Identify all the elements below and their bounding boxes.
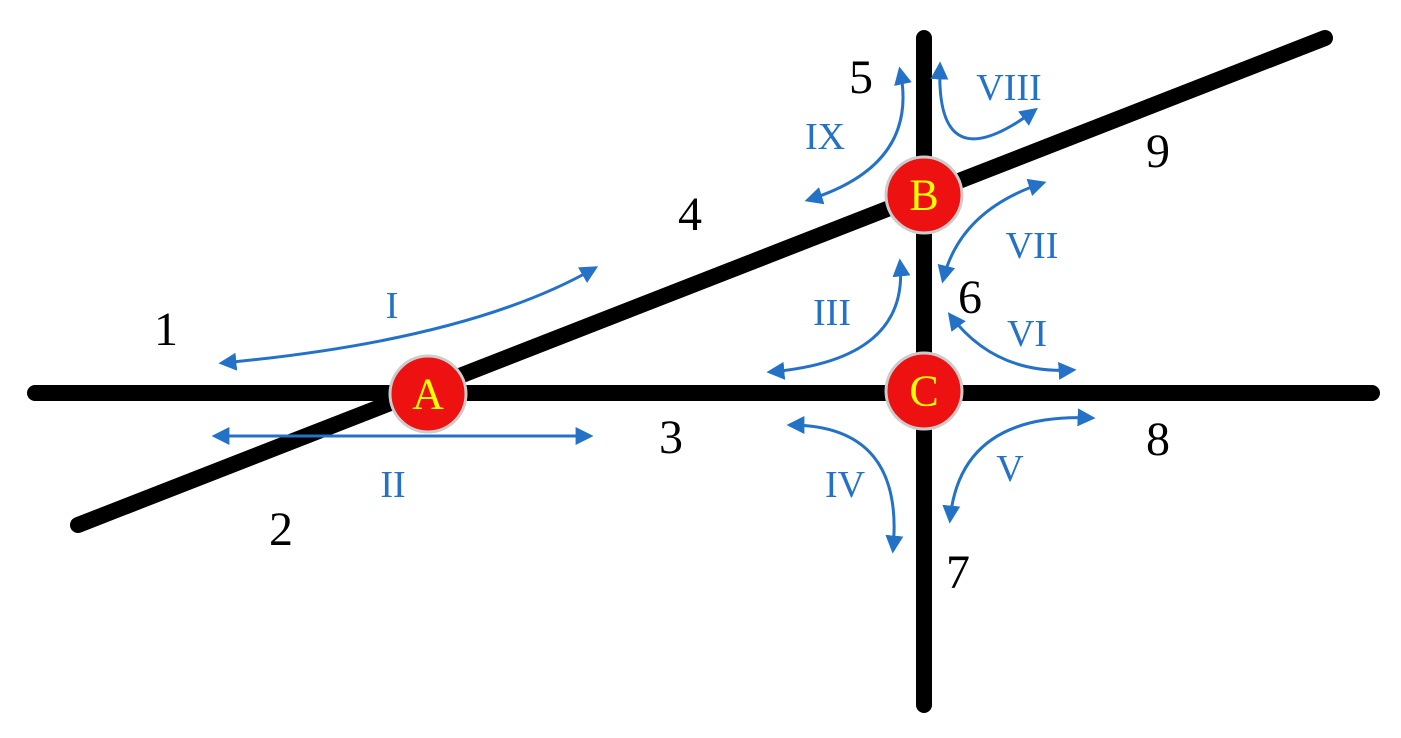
node-b-label: B <box>909 171 938 220</box>
route-arrow-iv <box>786 416 904 554</box>
route-arrow-vi <box>947 312 1077 380</box>
route-arrow-iii <box>766 258 911 380</box>
road-diagonal <box>70 30 1333 533</box>
node-a: A <box>388 354 468 434</box>
route-arrow-ix <box>804 66 912 205</box>
node-c: C <box>884 351 964 431</box>
segment-label-6: 6 <box>958 271 982 324</box>
route-label-viii: VIII <box>976 67 1041 109</box>
segment-label-1: 1 <box>154 303 178 356</box>
route-label-ii: II <box>380 464 405 506</box>
node-c-label: C <box>909 367 938 416</box>
node-a-label: A <box>412 370 444 419</box>
segment-label-5: 5 <box>849 51 873 104</box>
route-label-v: V <box>996 448 1024 490</box>
route-arrow-vii <box>937 178 1047 284</box>
route-arrow-viii <box>930 61 1038 141</box>
route-arrow-v <box>942 408 1096 524</box>
segment-label-8: 8 <box>1146 413 1170 466</box>
route-label-ix: IX <box>805 116 845 158</box>
segment-label-2: 2 <box>269 503 293 556</box>
node-b: B <box>884 155 964 235</box>
segment-label-3: 3 <box>659 411 683 464</box>
route-label-i: I <box>386 285 399 327</box>
segment-label-7: 7 <box>946 546 970 599</box>
segment-label-9: 9 <box>1146 125 1170 178</box>
route-label-vi: VI <box>1007 313 1047 355</box>
route-label-vii: VII <box>1006 225 1059 267</box>
route-arrow-i <box>218 266 599 371</box>
route-label-iv: IV <box>825 464 866 506</box>
segment-label-4: 4 <box>678 188 702 241</box>
route-label-iii: III <box>813 292 851 334</box>
